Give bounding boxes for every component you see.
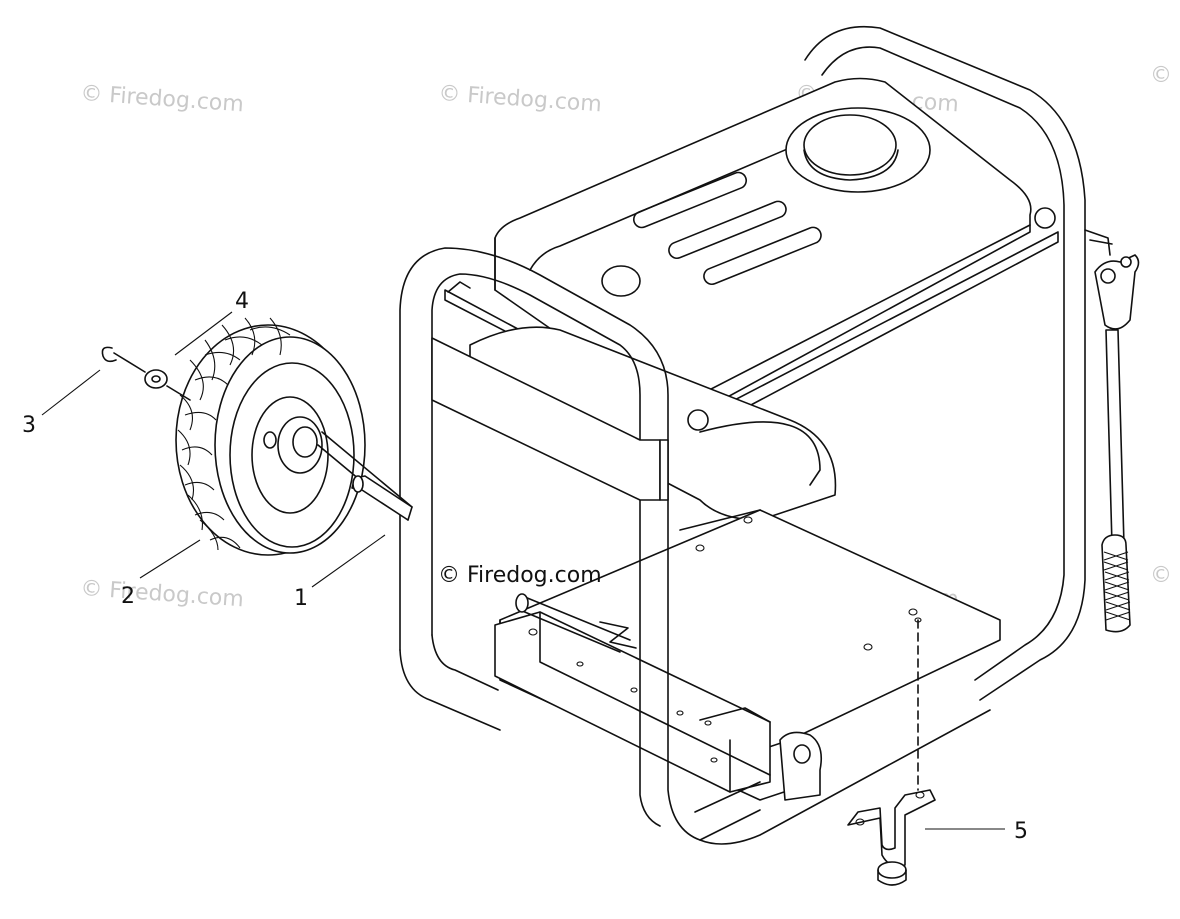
tank-vents bbox=[632, 171, 822, 286]
part-1-axle bbox=[317, 431, 413, 521]
watermark-top-center: © Firedog.com bbox=[438, 81, 603, 117]
callout-1: 1 bbox=[294, 586, 308, 611]
handle-assembly bbox=[1084, 229, 1140, 633]
mount-holes bbox=[528, 516, 922, 763]
watermark-top-left: © Firedog.com bbox=[80, 81, 245, 117]
engine-tank bbox=[444, 77, 1059, 521]
part-5-foot bbox=[847, 619, 936, 886]
part-3-clip bbox=[101, 346, 117, 363]
callout-4: 4 bbox=[235, 289, 249, 314]
callout-5: 5 bbox=[1014, 819, 1028, 844]
watermark-center: © Firedog.com bbox=[438, 563, 602, 588]
bolt-tank-front bbox=[687, 409, 709, 431]
watermark-bottom-left: © Firedog.com bbox=[80, 576, 245, 612]
part-2-wheel bbox=[175, 317, 366, 556]
watermark-edge-top: © bbox=[1150, 63, 1172, 88]
base-cradle bbox=[494, 509, 1001, 801]
callout-3: 3 bbox=[22, 413, 36, 438]
frame-back-loop bbox=[804, 25, 1086, 701]
watermark-edge-bottom: © bbox=[1150, 563, 1172, 588]
frame-front-loop bbox=[399, 247, 991, 845]
frame-mount-bracket bbox=[779, 731, 823, 801]
fuel-gauge bbox=[601, 265, 641, 297]
callout-leaders bbox=[41, 311, 1005, 830]
bolt-tank-right bbox=[1034, 207, 1056, 229]
part-4-washer bbox=[144, 369, 168, 389]
callout-2: 2 bbox=[121, 584, 135, 609]
callout-labels: 4 3 2 1 5 bbox=[22, 289, 1028, 844]
fuel-cap bbox=[785, 107, 931, 193]
